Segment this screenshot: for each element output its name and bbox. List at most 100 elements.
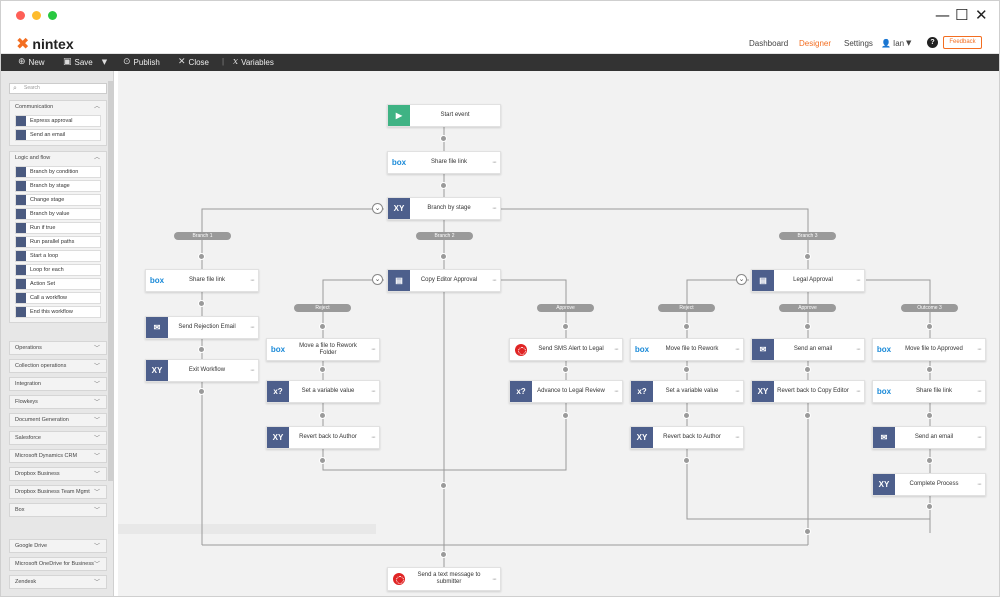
node-share-file-link[interactable]: box Share file link ··· <box>387 151 501 174</box>
action-item[interactable]: Run parallel paths <box>15 236 101 248</box>
more-icon[interactable]: ··· <box>614 346 619 353</box>
node-complete-process[interactable]: XY Complete Process ··· <box>872 473 986 496</box>
connector-dot[interactable] <box>804 528 811 535</box>
panel-collapsed[interactable]: Dropbox Business﹀ <box>9 467 107 481</box>
more-icon[interactable]: ··· <box>977 388 982 395</box>
panel-collapsed[interactable]: Document Generation﹀ <box>9 413 107 427</box>
node-revert-to-copy-editor[interactable]: XY Revert back to Copy Editor ··· <box>751 380 865 403</box>
connector-dot[interactable] <box>926 323 933 330</box>
more-icon[interactable]: ··· <box>371 346 376 353</box>
action-item[interactable]: End this workflow <box>15 306 101 318</box>
action-item[interactable]: Send an email <box>15 129 101 141</box>
more-icon[interactable]: ··· <box>492 575 497 583</box>
more-icon[interactable]: ··· <box>250 367 255 374</box>
outcome-pill[interactable]: Approve <box>537 304 594 312</box>
connector-dot[interactable] <box>683 457 690 464</box>
more-icon[interactable]: ··· <box>250 277 255 284</box>
connector-dot[interactable] <box>804 323 811 330</box>
connector-dot[interactable] <box>926 457 933 464</box>
action-item[interactable]: Change stage <box>15 194 101 206</box>
node-send-email[interactable]: ✉ Send an email ··· <box>751 338 865 361</box>
action-item[interactable]: Express approval <box>15 115 101 127</box>
connector-dot[interactable] <box>319 366 326 373</box>
panel-collapsed[interactable]: Operations﹀ <box>9 341 107 355</box>
node-exit-workflow[interactable]: XY Exit Workflow ··· <box>145 359 259 382</box>
node-move-file-approved[interactable]: box Move file to Approved ··· <box>872 338 986 361</box>
more-icon[interactable]: ··· <box>856 277 861 284</box>
more-icon[interactable]: ··· <box>977 346 982 353</box>
connector-dot[interactable] <box>926 503 933 510</box>
branch-pill[interactable]: Branch 3 <box>779 232 836 240</box>
node-set-variable[interactable]: x? Set a variable value ··· <box>630 380 744 403</box>
new-button[interactable]: ⊕New <box>18 57 45 67</box>
designer-canvas[interactable] <box>118 71 999 596</box>
more-icon[interactable]: ··· <box>735 434 740 441</box>
connector-dot[interactable] <box>440 182 447 189</box>
panel-header[interactable]: Communication︿ <box>10 101 106 113</box>
panel-header[interactable]: Logic and flow︿ <box>10 152 106 164</box>
action-item[interactable]: Run if true <box>15 222 101 234</box>
more-icon[interactable]: ··· <box>492 159 497 166</box>
connector-dot[interactable] <box>683 366 690 373</box>
more-icon[interactable]: ··· <box>977 481 982 488</box>
node-set-variable[interactable]: x? Set a variable value ··· <box>266 380 380 403</box>
connector-dot[interactable] <box>440 253 447 260</box>
connector-dot[interactable] <box>804 366 811 373</box>
node-send-email[interactable]: ✉ Send an email ··· <box>872 426 986 449</box>
connector-dot[interactable] <box>562 412 569 419</box>
action-item[interactable]: Action Set <box>15 278 101 290</box>
collapse-toggle[interactable]: ⌄ <box>736 274 747 285</box>
node-move-file-rework-folder[interactable]: box Move a file to Rework Folder ··· <box>266 338 380 361</box>
action-item[interactable]: Call a workflow <box>15 292 101 304</box>
node-copy-editor-approval[interactable]: ▤ Copy Editor Approval ··· <box>387 269 501 292</box>
connector-dot[interactable] <box>562 366 569 373</box>
connector-dot[interactable] <box>198 388 205 395</box>
panel-collapsed[interactable]: Collection operations﹀ <box>9 359 107 373</box>
nav-dashboard[interactable]: Dashboard <box>749 39 789 48</box>
action-item[interactable]: Branch by stage <box>15 180 101 192</box>
more-icon[interactable]: ··· <box>856 388 861 395</box>
nav-designer[interactable]: Designer <box>799 39 832 48</box>
panel-collapsed[interactable]: Flowkeys﹀ <box>9 395 107 409</box>
panel-collapsed[interactable]: Microsoft Dynamics CRM﹀ <box>9 449 107 463</box>
close-dot[interactable] <box>16 11 25 20</box>
more-icon[interactable]: ··· <box>614 388 619 395</box>
node-branch-by-stage[interactable]: XY Branch by stage ··· <box>387 197 501 220</box>
node-send-text-message[interactable]: Send a text message to submitter ··· <box>387 567 501 591</box>
connector-dot[interactable] <box>926 366 933 373</box>
panel-collapsed[interactable]: Microsoft OneDrive for Business﹀ <box>9 557 107 571</box>
outcome-pill[interactable]: Reject <box>658 304 715 312</box>
minimize-icon[interactable]: — <box>935 6 950 24</box>
connector-dot[interactable] <box>319 412 326 419</box>
collapse-toggle[interactable]: ⌄ <box>372 203 383 214</box>
user-icon[interactable]: 👤 <box>881 39 891 48</box>
panel-collapsed[interactable]: Integration﹀ <box>9 377 107 391</box>
outcome-pill[interactable]: Outcome 3 <box>901 304 958 312</box>
more-icon[interactable]: ··· <box>977 434 982 441</box>
panel-collapsed[interactable]: Dropbox Business Team Mgmt﹀ <box>9 485 107 499</box>
connector-dot[interactable] <box>804 253 811 260</box>
more-icon[interactable]: ··· <box>371 388 376 395</box>
toolbox-search-input[interactable]: ⌕ Search <box>9 83 107 94</box>
connector-dot[interactable] <box>440 551 447 558</box>
node-start-event[interactable]: ▶ Start event <box>387 104 501 127</box>
canvas-horizontal-scrollbar[interactable] <box>118 524 376 534</box>
connector-dot[interactable] <box>319 323 326 330</box>
connector-dot[interactable] <box>683 412 690 419</box>
node-share-file-link[interactable]: box Share file link ··· <box>145 269 259 292</box>
more-icon[interactable]: ··· <box>371 434 376 441</box>
panel-collapsed[interactable]: Salesforce﹀ <box>9 431 107 445</box>
action-item[interactable]: Branch by value <box>15 208 101 220</box>
chevron-up-icon[interactable]: ︿ <box>93 103 100 110</box>
action-item[interactable]: Loop for each <box>15 264 101 276</box>
connector-dot[interactable] <box>198 300 205 307</box>
node-send-sms-alert[interactable]: Send SMS Alert to Legal ··· <box>509 338 623 361</box>
more-icon[interactable]: ··· <box>492 205 497 212</box>
connector-dot[interactable] <box>804 412 811 419</box>
chevron-up-icon[interactable]: ︿ <box>93 154 100 161</box>
close-button[interactable]: ✕Close <box>178 57 209 67</box>
action-item[interactable]: Branch by condition <box>15 166 101 178</box>
panel-collapsed[interactable]: Box﹀ <box>9 503 107 517</box>
connector-dot[interactable] <box>440 135 447 142</box>
